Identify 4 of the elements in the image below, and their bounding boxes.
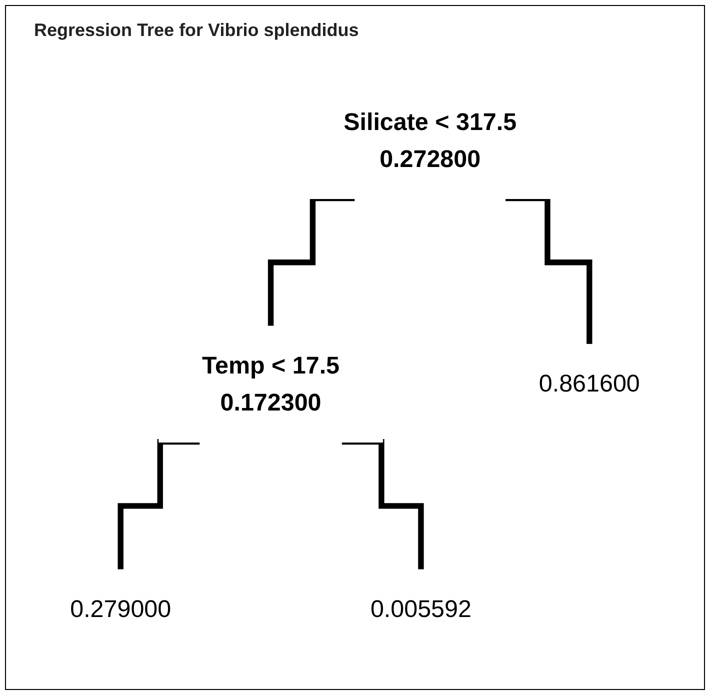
node-text: 0.279000 bbox=[70, 596, 172, 623]
node-text: 0.861600 bbox=[538, 370, 640, 398]
node-text: 0.005592 bbox=[370, 596, 472, 623]
diagram-title: Regression Tree for Vibrio splendidus bbox=[34, 20, 359, 41]
